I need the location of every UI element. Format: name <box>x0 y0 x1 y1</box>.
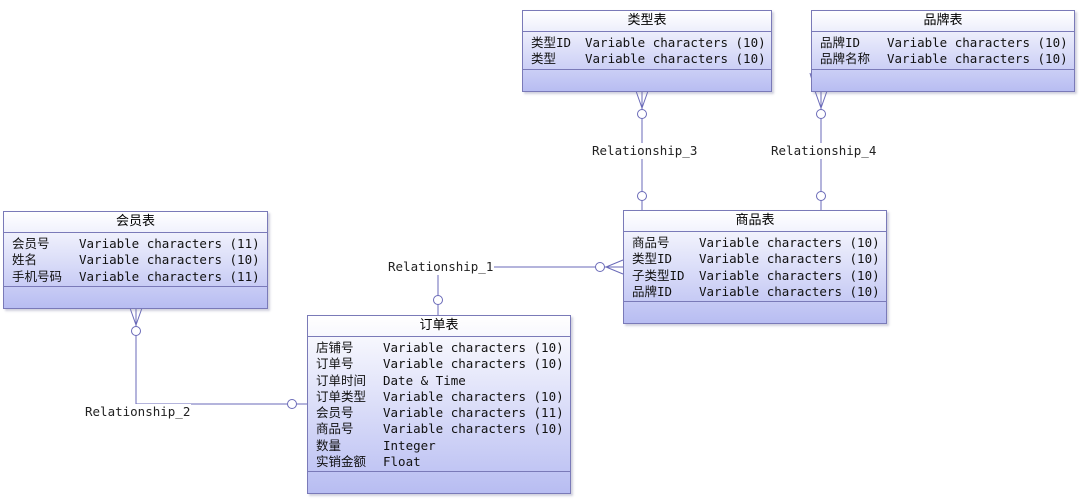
relationship-2-optional-right <box>287 399 297 409</box>
attribute-name: 订单时间 <box>316 372 367 388</box>
attribute-name: 品牌名称 <box>820 51 871 67</box>
relationship-1-crowfoot <box>604 259 624 275</box>
attribute-list: 店铺号 Variable characters (10) 订单号 Variable … <box>308 337 570 472</box>
attribute-row: 数量 Integer <box>316 438 570 454</box>
relationship-3-label[interactable]: Relationship_3 <box>591 143 699 159</box>
attribute-row: 类型ID Variable characters (10) <box>632 251 886 267</box>
attribute-row: 订单类型 Variable characters (10) <box>316 389 570 405</box>
attribute-type: Variable characters (10) <box>699 235 880 250</box>
attribute-type: Variable characters (10) <box>383 421 564 437</box>
attribute-type: Float <box>383 454 421 470</box>
attribute-name: 商品号 <box>632 235 670 250</box>
relationship-4-label[interactable]: Relationship_4 <box>770 143 878 159</box>
attribute-name: 类型ID <box>632 251 673 267</box>
attribute-type: Integer <box>383 437 436 453</box>
relationship-4-crowfoot <box>814 90 828 110</box>
relationship-2-label[interactable]: Relationship_2 <box>84 404 192 420</box>
attribute-name: 手机号码 <box>12 268 63 284</box>
attribute-type: Variable characters (10) <box>699 267 880 283</box>
attribute-row: 实销金额 Float <box>316 454 570 470</box>
attribute-type: Variable characters (10) <box>699 251 880 267</box>
relationship-3-crowfoot <box>635 90 649 110</box>
entity-type-table[interactable]: 类型表 类型ID Variable characters (10) 类型 Varia… <box>522 10 772 92</box>
attribute-name: 数量 <box>316 437 342 453</box>
entity-title: 订单表 <box>308 316 570 337</box>
entity-product-table[interactable]: 商品表 商品号 Variable characters (10) 类型ID Vari… <box>623 210 887 324</box>
attribute-type: Date & Time <box>383 372 466 388</box>
attribute-type: Variable characters (11) <box>79 268 260 284</box>
entity-brand-table[interactable]: 品牌表 品牌ID Variable characters (10) 品牌名称 Var… <box>811 10 1075 92</box>
attribute-row: 订单时间 Date & Time <box>316 373 570 389</box>
attribute-row: 会员号 Variable characters (11) <box>12 236 267 252</box>
attribute-type: Variable characters (10) <box>585 51 766 67</box>
attribute-row: 子类型ID Variable characters (10) <box>632 268 886 284</box>
attribute-type: Variable characters (10) <box>887 51 1068 67</box>
attribute-type: Variable characters (11) <box>79 236 260 251</box>
attribute-row: 商品号 Variable characters (10) <box>632 235 886 251</box>
attribute-row: 商品号 Variable characters (10) <box>316 421 570 437</box>
attribute-type: Variable characters (10) <box>383 356 564 372</box>
attribute-row: 品牌ID Variable characters (10) <box>632 284 886 300</box>
relationship-3-optional-top <box>637 109 647 119</box>
attribute-name: 品牌ID <box>632 283 673 299</box>
attribute-list: 类型ID Variable characters (10) 类型 Variable … <box>523 32 771 70</box>
attribute-name: 会员号 <box>12 236 50 251</box>
attribute-list: 品牌ID Variable characters (10) 品牌名称 Variabl… <box>812 32 1074 70</box>
attribute-row: 手机号码 Variable characters (11) <box>12 269 267 285</box>
attribute-name: 店铺号 <box>316 340 354 355</box>
attribute-name: 类型 <box>531 51 557 67</box>
entity-member-table[interactable]: 会员表 会员号 Variable characters (11) 姓名 Variab… <box>3 211 268 309</box>
attribute-name: 订单类型 <box>316 388 367 404</box>
relationship-1-label[interactable]: Relationship_1 <box>387 259 495 275</box>
attribute-type: Variable characters (10) <box>887 35 1068 50</box>
relationship-2-optional-top <box>131 326 141 336</box>
attribute-name: 商品号 <box>316 421 354 437</box>
relationship-4-optional-top <box>816 109 826 119</box>
attribute-row: 会员号 Variable characters (11) <box>316 405 570 421</box>
attribute-type: Variable characters (11) <box>383 405 564 421</box>
attribute-list: 商品号 Variable characters (10) 类型ID Variable… <box>624 232 886 302</box>
attribute-row: 品牌ID Variable characters (10) <box>820 35 1074 51</box>
attribute-row: 店铺号 Variable characters (10) <box>316 340 570 356</box>
attribute-name: 子类型ID <box>632 267 685 283</box>
relationship-3-optional-bottom <box>637 191 647 201</box>
entity-order-table[interactable]: 订单表 店铺号 Variable characters (10) 订单号 Varia… <box>307 315 571 494</box>
attribute-list: 会员号 Variable characters (11) 姓名 Variable c… <box>4 233 267 287</box>
entity-title: 品牌表 <box>812 11 1074 32</box>
attribute-type: Variable characters (10) <box>585 35 766 50</box>
attribute-type: Variable characters (10) <box>383 388 564 404</box>
attribute-name: 姓名 <box>12 252 38 268</box>
attribute-type: Variable characters (10) <box>699 283 880 299</box>
relationship-1-optional-right <box>595 262 605 272</box>
attribute-name: 会员号 <box>316 405 354 421</box>
attribute-row: 类型 Variable characters (10) <box>531 51 771 67</box>
attribute-type: Variable characters (10) <box>79 252 260 268</box>
attribute-row: 姓名 Variable characters (10) <box>12 252 267 268</box>
entity-title: 类型表 <box>523 11 771 32</box>
attribute-name: 实销金额 <box>316 454 367 470</box>
relationship-2-line <box>135 308 307 405</box>
attribute-row: 类型ID Variable characters (10) <box>531 35 771 51</box>
attribute-row: 品牌名称 Variable characters (10) <box>820 51 1074 67</box>
relationship-2-crowfoot <box>129 307 143 327</box>
entity-title: 商品表 <box>624 211 886 232</box>
entity-title: 会员表 <box>4 212 267 233</box>
attribute-name: 品牌ID <box>820 35 861 50</box>
attribute-name: 订单号 <box>316 356 354 372</box>
relationship-1-optional-bottom <box>433 295 443 305</box>
relationship-4-optional-bottom <box>816 191 826 201</box>
attribute-name: 类型ID <box>531 35 572 50</box>
attribute-row: 订单号 Variable characters (10) <box>316 356 570 372</box>
attribute-type: Variable characters (10) <box>383 340 564 355</box>
